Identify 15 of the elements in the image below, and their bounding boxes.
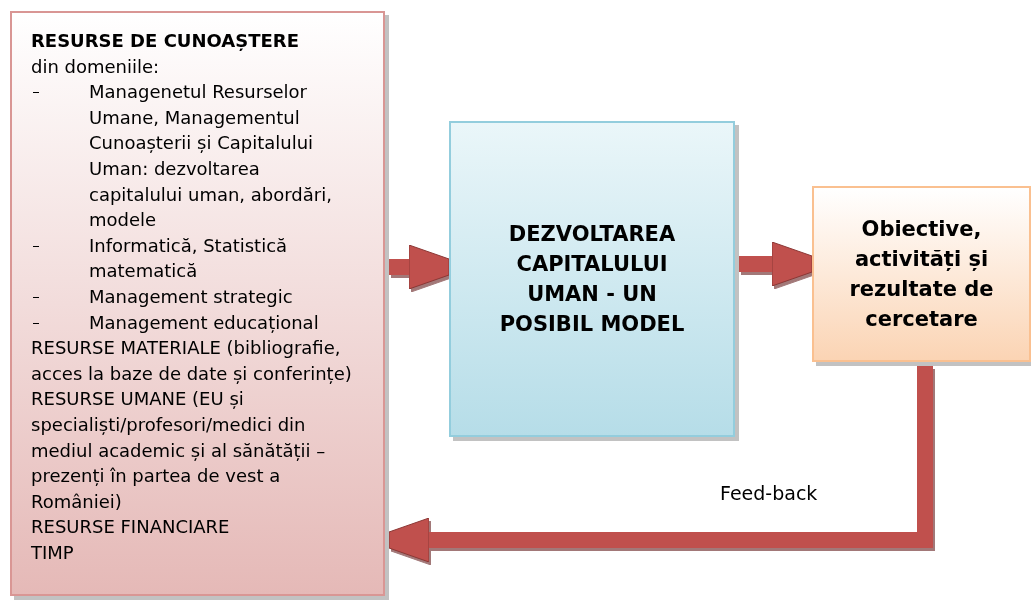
list-item: Management strategic bbox=[89, 284, 294, 309]
process-box bbox=[449, 121, 735, 437]
list-item: Managenetul Resurselor Umane, Managementul Cunoașterii și Capitalului Uman: dezvoltarea capitalului uman, abordări, modele bbox=[89, 80, 333, 233]
list-item: Management educațional bbox=[89, 310, 320, 335]
box-title: Obiective, activități și rezultate de cercetare bbox=[848, 216, 995, 333]
list-item: Informatică, Statistică matematică bbox=[89, 233, 289, 284]
box-heading: RESURSE DE CUNOAȘTERE bbox=[31, 29, 300, 53]
box-title: DEZVOLTAREA CAPITALULUI UMAN - UN POSIBIL MODEL bbox=[498, 221, 686, 338]
process-box bbox=[10, 11, 385, 596]
box-text: RESURSE FINANCIARE bbox=[31, 515, 231, 540]
box-text: RESURSE UMANE (EU și specialiști/profesori/medici din mediul academic și al sănătății – prezenți în partea de vest a României) bbox=[31, 387, 327, 514]
box-text: din domeniile: bbox=[31, 54, 161, 79]
process-box bbox=[812, 186, 1031, 362]
box-text: TIMP bbox=[31, 540, 75, 565]
box-text: RESURSE MATERIALE (bibliografie, acces la baze de date și conferințe) bbox=[31, 336, 353, 386]
